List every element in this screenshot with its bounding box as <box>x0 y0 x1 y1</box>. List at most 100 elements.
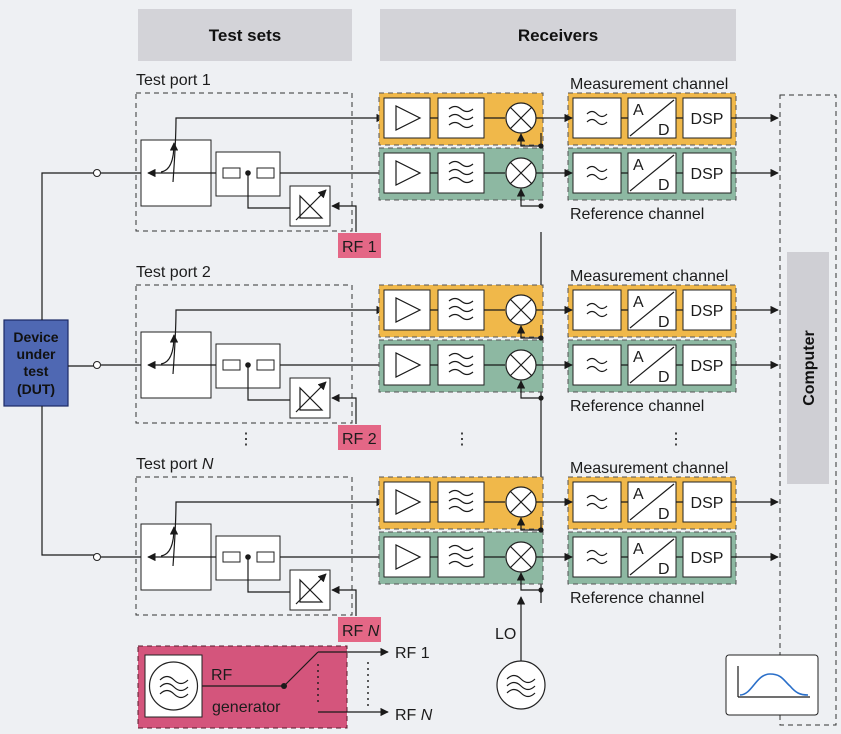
lo-node <box>538 203 544 209</box>
ellipsis-receiver: ⋮ <box>454 431 470 448</box>
measurement-filter-box <box>437 97 485 139</box>
reference-dsp-box <box>682 152 732 194</box>
lowpass-filter-icon <box>586 165 608 181</box>
reference-channel-label: Reference channel <box>570 206 704 223</box>
dut-line1: Device <box>13 329 58 345</box>
display-trace <box>739 673 809 696</box>
coupler-arm <box>160 142 179 173</box>
test-sets-header: Test sets <box>209 26 281 45</box>
mixer-cross-icon <box>509 161 533 185</box>
ad-label-d: D <box>658 369 670 386</box>
lowpass-filter-icon <box>586 549 608 565</box>
reference-dsp-box <box>682 536 732 578</box>
mixer-cross-icon <box>509 298 533 322</box>
measurement-channel-label: Measurement channel <box>570 268 728 285</box>
reference-channel-label: Reference channel <box>570 398 704 415</box>
splitter-feed <box>247 365 290 401</box>
lo-to-measurement-mixer <box>516 517 542 531</box>
ad-diagonal <box>629 483 675 521</box>
lo-node <box>538 395 544 401</box>
lo-to-measurement-mixer <box>516 325 542 339</box>
lo-node <box>538 587 544 593</box>
attenuator-arrow <box>295 189 327 221</box>
amplifier-icon <box>395 489 422 515</box>
reference-filter-box <box>437 344 485 386</box>
ad-label-d: D <box>658 314 670 331</box>
attenuator-symbol <box>299 194 324 219</box>
measurement-filter-box <box>437 481 485 523</box>
amplifier-icon <box>395 160 422 186</box>
port-connector <box>93 553 101 561</box>
generator-sine-icon <box>159 675 189 699</box>
generator-label-1: RF <box>211 667 233 684</box>
ad-diagonal <box>629 99 675 137</box>
reference-filter-box <box>437 152 485 194</box>
receivers-header-bg <box>380 9 736 61</box>
coupler-arm <box>160 526 179 557</box>
amplifier-icon <box>395 105 422 131</box>
attenuator-symbol <box>299 386 324 411</box>
reference-channel-label: Reference channel <box>570 590 704 607</box>
test-set-box <box>135 92 353 232</box>
lowpass-filter-icon <box>586 110 608 126</box>
amplifier-icon <box>395 352 422 378</box>
test-sets-header-bg <box>138 9 352 61</box>
splitter-resistor-2 <box>256 551 275 563</box>
splitter-resistor-2 <box>256 167 275 179</box>
mixer-cross-icon <box>509 353 533 377</box>
lo-node <box>538 143 544 149</box>
generator-out-rfN-label: RF N <box>395 707 433 724</box>
measurement-amplifier-box <box>383 289 431 331</box>
lo-to-reference-mixer <box>516 380 541 399</box>
dut-box <box>3 319 69 407</box>
measurement-dsp-box <box>682 289 732 331</box>
attenuator-arrow <box>295 381 327 413</box>
ad-diagonal <box>629 346 675 384</box>
port-connector <box>93 169 101 177</box>
ad-diagonal <box>629 291 675 329</box>
reference-dsp-box <box>682 344 732 386</box>
mixer-cross-icon <box>509 545 533 569</box>
reference-if-filter-box <box>572 536 622 578</box>
dsp-label: DSP <box>691 303 724 320</box>
lo-node <box>538 335 544 341</box>
bandpass-filter-icon <box>448 297 474 321</box>
computer-label-bg <box>787 252 829 484</box>
measurement-if-filter-box <box>572 289 622 331</box>
dut-line-port1 <box>41 172 94 320</box>
dsp-label: DSP <box>691 111 724 128</box>
lowpass-filter-icon <box>586 302 608 318</box>
computer-box <box>779 94 837 726</box>
bandpass-filter-icon <box>448 160 474 184</box>
lowpass-filter-icon <box>586 357 608 373</box>
splitter-resistor-1 <box>222 167 241 179</box>
measurement-channel-label: Measurement channel <box>570 76 728 93</box>
computer-display <box>725 654 819 716</box>
rf-input-line <box>331 393 357 424</box>
reference-amplifier-box <box>383 152 431 194</box>
amplifier-icon <box>395 544 422 570</box>
ad-label-d: D <box>658 561 670 578</box>
ad-label-a: A <box>633 349 644 366</box>
coupler-arm <box>160 334 179 365</box>
dut-line2: under <box>17 346 56 362</box>
measurement-amplifier-box <box>383 97 431 139</box>
dsp-label: DSP <box>691 550 724 567</box>
lowpass-filter-icon <box>586 494 608 510</box>
test-set-box <box>135 476 353 616</box>
measurement-amplifier-box <box>383 481 431 523</box>
test-port-label: Test port N <box>136 456 214 473</box>
rf-tag <box>338 617 381 642</box>
bandpass-filter-icon <box>448 352 474 376</box>
ad-label-a: A <box>633 294 644 311</box>
ad-label-a: A <box>633 157 644 174</box>
measurement-if-filter-box <box>572 481 622 523</box>
bandpass-filter-icon <box>448 105 474 129</box>
dut-line4: (DUT) <box>17 381 55 397</box>
lo-to-measurement-mixer <box>516 133 542 147</box>
amplifier-icon <box>395 297 422 323</box>
mixer-cross-icon <box>509 106 533 130</box>
